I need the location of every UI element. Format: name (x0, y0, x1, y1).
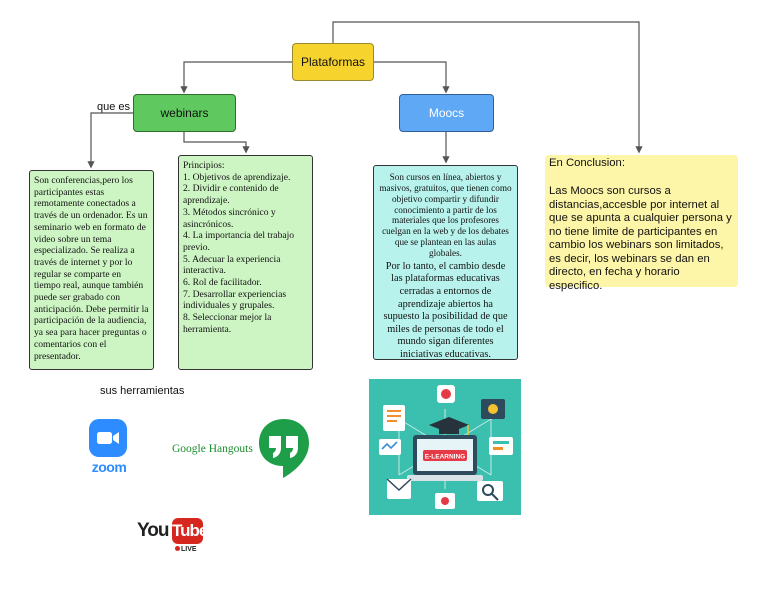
connector-webinars-definition (87, 112, 133, 169)
webinars-label: webinars (160, 106, 209, 120)
google-hangouts-label: Google Hangouts (172, 443, 253, 455)
connector-plataformas-moocs (374, 61, 450, 94)
principio-item: 8. Seleccionar mejor la herramienta. (183, 312, 272, 335)
zoom-camera-icon (89, 419, 127, 457)
moocs-text-box: Son cursos en línea, abiertos y masivos,… (373, 165, 518, 360)
moocs-paragraph-2: Por lo tanto, el cambio desde las plataf… (383, 260, 508, 360)
principio-item: 4. La importancia del trabajo previo. (183, 230, 295, 253)
elearning-label: E-LEARNING (425, 454, 465, 461)
principio-item: 6. Rol de facilitador. (183, 277, 262, 289)
plataformas-label: Plataformas (300, 55, 366, 69)
conclusion-text: Las Moocs son cursos a distancias,accesb… (549, 185, 732, 292)
moocs-label: Moocs (428, 106, 465, 120)
plataformas-node: Plataformas (292, 43, 374, 81)
principios-title: Principios: (183, 160, 225, 171)
youtube-live-badge: LIVE (175, 546, 197, 553)
live-dot-icon (175, 546, 180, 551)
youtube-live-text: LIVE (181, 546, 197, 553)
webinars-definition-box: Son conferencias,pero los participantes … (29, 170, 154, 370)
principio-item: 7. Desarrollar experiencias individuales… (183, 288, 287, 312)
connector-plataformas-webinars (180, 61, 292, 94)
moocs-paragraph-1: Son cursos en línea, abiertos y masivos,… (379, 172, 512, 259)
principio-item: 1. Objetivos de aprendizaje. (183, 171, 291, 183)
conclusion-box: En Conclusion: Las Moocs son cursos a di… (545, 155, 738, 292)
herramientas-label: sus herramientas (100, 385, 185, 397)
elearning-illustration: E-LEARNING (369, 379, 521, 515)
webinars-definition-text: Son conferencias,pero los participantes … (34, 175, 149, 362)
google-hangouts-icon (256, 416, 312, 480)
connector-plataformas-conclusion (332, 21, 643, 154)
moocs-node: Moocs (399, 94, 494, 132)
youtube-tube-text: Tube (172, 518, 208, 544)
zoom-wordmark: zoom (91, 459, 127, 475)
conclusion-title: En Conclusion: (549, 157, 625, 169)
principios-box: Principios: 1. Objetivos de aprendizaje.… (178, 155, 313, 370)
principio-item: 3. Métodos sincrónico y asincrónicos. (183, 206, 276, 230)
principio-item: 2. Dividir e contenido de aprendizaje. (183, 183, 279, 207)
youtube-you-text: You (137, 520, 170, 541)
que-es-label: que es (97, 101, 131, 113)
youtube-live-logo: You Tube LIVE (135, 518, 208, 558)
webinars-node: webinars (133, 94, 236, 132)
principio-item: 5. Adecuar la experiencia interactiva. (183, 253, 281, 277)
connector-webinars-principios (183, 132, 250, 154)
